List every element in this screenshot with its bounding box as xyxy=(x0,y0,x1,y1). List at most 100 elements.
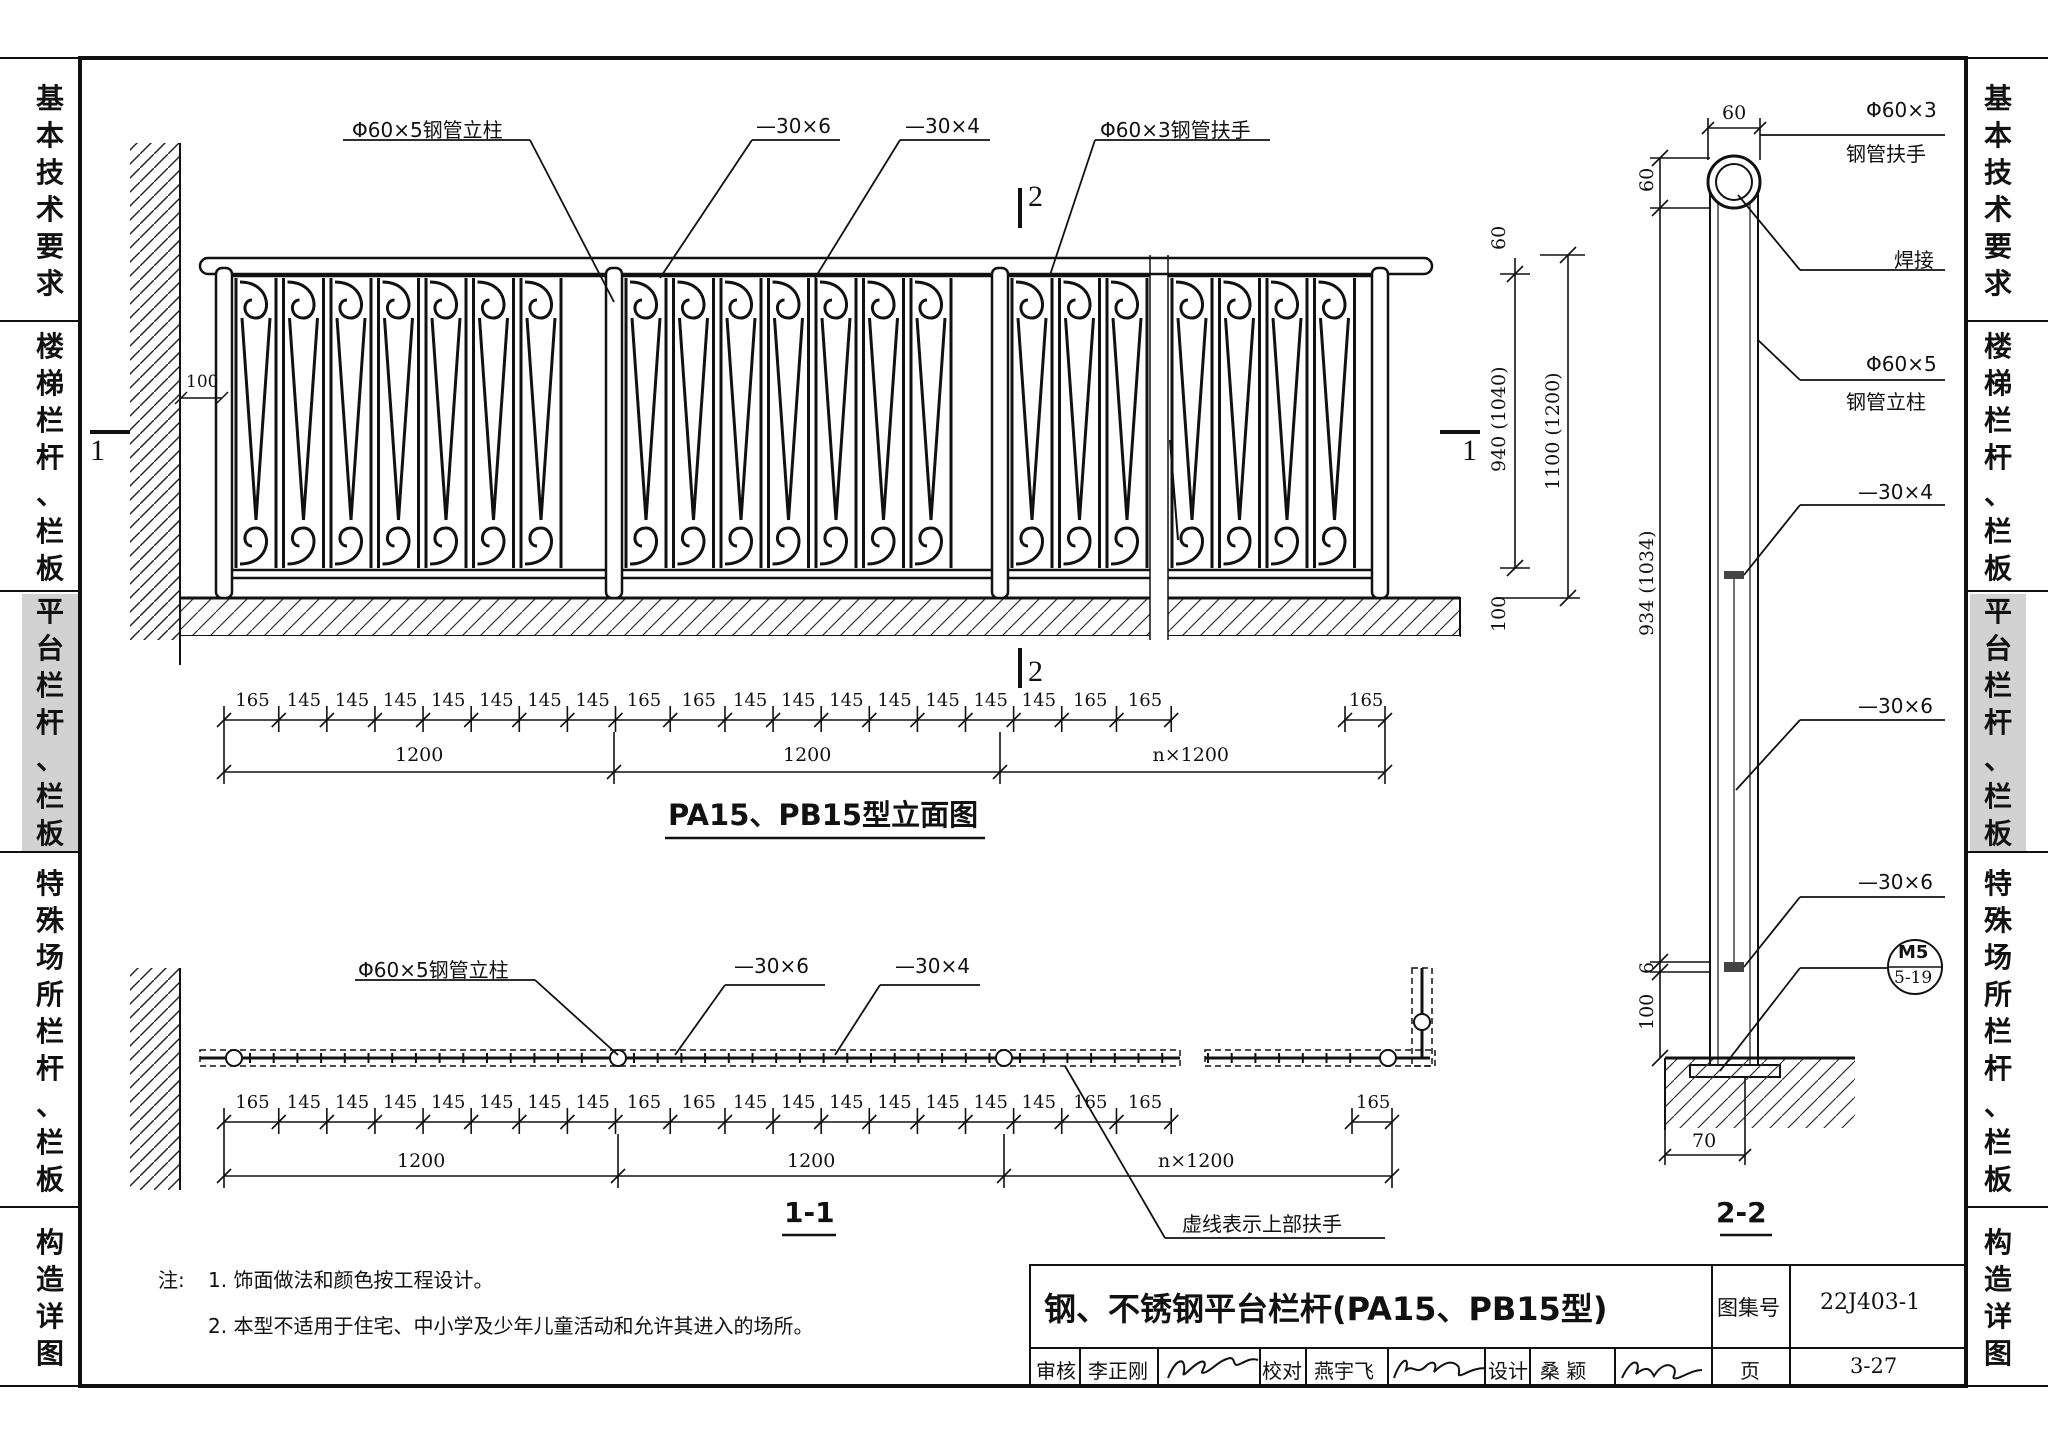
section-mark-2-top: 2 xyxy=(1028,180,1043,213)
end-spacing-dim: 165 xyxy=(1356,1092,1391,1113)
section-mark-2-bottom: 2 xyxy=(1028,655,1043,688)
spacing-dim: 165 xyxy=(1073,1092,1108,1113)
scroll-infill-panel xyxy=(1313,278,1356,568)
spacing-dim: 145 xyxy=(334,1092,370,1113)
sec-weld: 焊接 xyxy=(1894,248,1934,272)
page-number: 3-27 xyxy=(1850,1354,1898,1378)
spacing-dim: 145 xyxy=(781,1092,816,1113)
sec-dim-6: 6 xyxy=(1636,961,1658,974)
sec-post-name: 钢管立柱 xyxy=(1846,390,1926,414)
end-spacing-dim: 165 xyxy=(1349,690,1384,711)
sec-dim-100: 100 xyxy=(1636,993,1658,1030)
elev-bar4-callout: —30×4 xyxy=(905,114,980,138)
dashed-handrail-note: 虚线表示上部扶手 xyxy=(1182,1212,1342,1236)
page-label: 页 xyxy=(1740,1359,1760,1383)
scroll-infill-panel xyxy=(472,278,515,568)
spacing-dim: 145 xyxy=(829,1092,864,1113)
scroll-infill-panel xyxy=(234,278,278,568)
bay-n-dim: n×1200 xyxy=(1158,1150,1235,1172)
spacing-dim: 145 xyxy=(733,1092,768,1113)
section-drawing xyxy=(1650,118,1945,1237)
spacing-dim: 145 xyxy=(479,1092,514,1113)
atlas-number: 22J403-1 xyxy=(1820,1290,1921,1315)
spacing-dim: 145 xyxy=(575,690,610,711)
elevation-post xyxy=(604,266,624,600)
scroll-infill-panel xyxy=(767,278,810,568)
review-label: 审核 xyxy=(1036,1359,1076,1383)
bay-dim: 1200 xyxy=(783,744,832,766)
spacing-dim: 145 xyxy=(1021,690,1057,711)
side-tab-label: 平 台 栏 杆 、 栏 板 xyxy=(1983,595,2012,850)
spacing-dim: 145 xyxy=(877,690,912,711)
reviewer-name: 李正刚 xyxy=(1088,1359,1148,1383)
side-tab-1[interactable]: 基 本 技 术 要 求 xyxy=(22,60,78,321)
plan-bar4-callout: —30×4 xyxy=(895,954,970,978)
plan-post xyxy=(995,1049,1013,1067)
elevation-title: PA15、PB15型立面图 xyxy=(668,798,979,832)
scroll-infill-panel xyxy=(1058,278,1101,568)
spacing-dim: 145 xyxy=(383,690,418,711)
spacing-dim: 145 xyxy=(479,690,514,711)
bay-dim: 1200 xyxy=(395,744,444,766)
bay-dim: 1200 xyxy=(787,1150,836,1172)
side-tab-4[interactable]: 特 殊 场 所 栏 杆 、 栏 板 xyxy=(22,856,78,1206)
section-mark-1-right: 1 xyxy=(1462,434,1477,467)
side-tab-label: 特 殊 场 所 栏 杆 、 栏 板 xyxy=(1983,866,2012,1196)
spacing-dim: 165 xyxy=(1127,690,1163,711)
elev-bar6-callout: —30×6 xyxy=(756,114,831,138)
signatures xyxy=(1167,1356,1703,1380)
scroll-infill-panel xyxy=(282,278,325,568)
scroll-infill-panel xyxy=(1105,278,1149,568)
spacing-dim: 145 xyxy=(733,690,768,711)
plan-post xyxy=(609,1049,627,1067)
side-tab-2[interactable]: 楼 梯 栏 杆 、 栏 板 xyxy=(1970,325,2026,590)
plan-post xyxy=(1379,1049,1397,1067)
elev-handrail-callout: Φ60×3钢管扶手 xyxy=(1100,118,1251,142)
spacing-dim: 145 xyxy=(925,690,960,711)
note-2: 2. 本型不适用于住宅、中小学及少年儿童活动和允许其进入的场所。 xyxy=(208,1314,814,1338)
elev-dim-940: 940 (1040) xyxy=(1488,366,1510,472)
scroll-infill-panel xyxy=(377,278,420,568)
scroll-infill-panel xyxy=(519,278,563,568)
spacing-dim: 145 xyxy=(973,690,1008,711)
scroll-infill-panel xyxy=(672,278,715,568)
side-tab-5[interactable]: 构 造 详 图 xyxy=(1970,1211,2026,1384)
spacing-dim: 145 xyxy=(527,690,562,711)
spacing-dim: 145 xyxy=(781,690,816,711)
spacing-dim: 145 xyxy=(575,1092,610,1113)
side-tab-1[interactable]: 基 本 技 术 要 求 xyxy=(1970,60,2026,321)
elevation-drawing xyxy=(90,139,1585,840)
spacing-dim: 165 xyxy=(626,690,662,711)
atlas-label: 图集号 xyxy=(1717,1296,1780,1320)
side-tab-3[interactable]: 平 台 栏 杆 、 栏 板 xyxy=(1970,594,2026,851)
elev-dim-1100: 1100 (1200) xyxy=(1542,372,1564,490)
section-title: 2-2 xyxy=(1716,1196,1767,1229)
spacing-dim: 165 xyxy=(681,690,716,711)
scroll-infill-panel xyxy=(1010,278,1054,568)
spacing-dim: 165 xyxy=(1073,690,1108,711)
scroll-infill-panel xyxy=(909,278,953,568)
notes-prefix: 注: xyxy=(158,1268,185,1292)
title-block-grid xyxy=(1029,1264,1967,1387)
note-1: 1. 饰面做法和颜色按工程设计。 xyxy=(208,1268,494,1292)
elevation-post xyxy=(990,266,1010,600)
elev-dim-60: 60 xyxy=(1488,225,1510,250)
scroll-infill-panel xyxy=(329,278,373,568)
checker-name: 燕宇飞 xyxy=(1314,1359,1374,1383)
side-tab-5[interactable]: 构 造 详 图 xyxy=(22,1211,78,1384)
sec-bar4: —30×4 xyxy=(1858,480,1933,504)
spacing-dim: 145 xyxy=(877,1092,912,1113)
check-label: 校对 xyxy=(1262,1359,1302,1383)
scroll-infill-panel xyxy=(814,278,858,568)
sec-bar6a: —30×6 xyxy=(1858,694,1933,718)
spacing-dim: 145 xyxy=(527,1092,562,1113)
side-tab-4[interactable]: 特 殊 场 所 栏 杆 、 栏 板 xyxy=(1970,856,2026,1206)
side-tab-2[interactable]: 楼 梯 栏 杆 、 栏 板 xyxy=(22,325,78,590)
side-tab-3[interactable]: 平 台 栏 杆 、 栏 板 xyxy=(22,594,78,851)
bay-n-dim: n×1200 xyxy=(1152,744,1230,766)
spacing-dim: 165 xyxy=(235,1092,270,1113)
spacing-dim: 165 xyxy=(681,1092,716,1113)
sec-dim-top-60: 60 xyxy=(1722,102,1747,124)
scroll-infill-panel xyxy=(862,278,905,568)
elev-post-callout: Φ60×5钢管立柱 xyxy=(352,118,503,142)
